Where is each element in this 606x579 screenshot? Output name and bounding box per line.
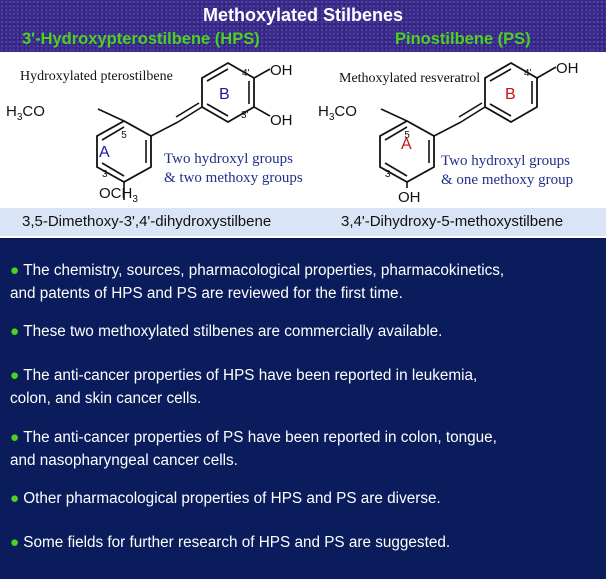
ps-description: Methoxylated resveratrol — [339, 71, 480, 86]
bullet-item: ●Some fields for further research of HPS… — [10, 534, 451, 551]
summary-panel — [0, 238, 606, 579]
ps-note-line1: Two hydroxyl groups — [441, 153, 570, 169]
ps-pos-3: 3 — [385, 169, 391, 180]
hps-oh-4p: OH — [270, 62, 293, 79]
hps-pos-3p: 3' — [241, 110, 249, 121]
hps-ring-a-label: A — [99, 144, 110, 161]
ps-pos-5: 5 — [404, 130, 410, 141]
ps-ring-a-label: A — [401, 136, 412, 153]
hps-oh-3p: OH — [270, 112, 293, 129]
bullet-item: ●Other pharmacological properties of HPS… — [10, 490, 441, 507]
ps-note-line2: & one methoxy group — [441, 172, 573, 188]
hps-methoxy-top: H3CO — [6, 103, 45, 123]
hps-pos-3: 3 — [102, 169, 108, 180]
hps-structure: Hydroxylated pterostilbene 5 3 A H3CO OC… — [6, 61, 303, 205]
hps-pos-4p: 4' — [242, 68, 250, 79]
bullet-item: ●The chemistry, sources, pharmacological… — [10, 262, 505, 302]
hps-ring-b-label: B — [219, 86, 230, 103]
left-compound-name: 3'-Hydroxypterostilbene (HPS) — [22, 30, 260, 48]
bullet-item: ●These two methoxylated stilbenes are co… — [10, 323, 443, 340]
bullet-dot-icon: ● — [10, 429, 20, 446]
hps-methoxy-bottom: OCH3 — [99, 185, 138, 205]
bullet-item: ●The anti-cancer properties of HPS have … — [10, 367, 478, 407]
hps-note-line2: & two methoxy groups — [164, 170, 303, 186]
bullet-dot-icon: ● — [10, 367, 20, 384]
hps-note-line1: Two hydroxyl groups — [164, 151, 293, 167]
bullet-dot-icon: ● — [10, 534, 20, 551]
ps-ring-b-label: B — [505, 86, 516, 103]
bullet-dot-icon: ● — [10, 490, 20, 507]
hps-iupac-caption: 3,5-Dimethoxy-3',4'-dihydroxystilbene — [22, 213, 272, 230]
bullet-item: ●The anti-cancer properties of PS have b… — [10, 429, 497, 469]
bullet-dot-icon: ● — [10, 262, 20, 279]
structures-panel: Hydroxylated pterostilbene 5 3 A H3CO OC… — [6, 60, 579, 206]
ps-iupac-caption: 3,4'-Dihydroxy-5-methoxystilbene — [341, 213, 564, 230]
ps-oh-3: OH — [398, 189, 421, 206]
right-compound-name: Pinostilbene (PS) — [395, 30, 531, 48]
page-title: Methoxylated Stilbenes — [202, 5, 404, 25]
ps-pos-4p: 4' — [524, 68, 532, 79]
hps-description: Hydroxylated pterostilbene — [20, 69, 173, 84]
bullet-dot-icon: ● — [10, 323, 20, 340]
ps-oh-4p: OH — [556, 60, 579, 77]
caption-bar — [0, 208, 606, 236]
header-banner — [0, 0, 606, 52]
hps-pos-5: 5 — [121, 130, 127, 141]
ps-structure: Methoxylated resveratrol 5 3 A H3CO OH — [318, 60, 579, 206]
ps-methoxy-top: H3CO — [318, 103, 357, 123]
